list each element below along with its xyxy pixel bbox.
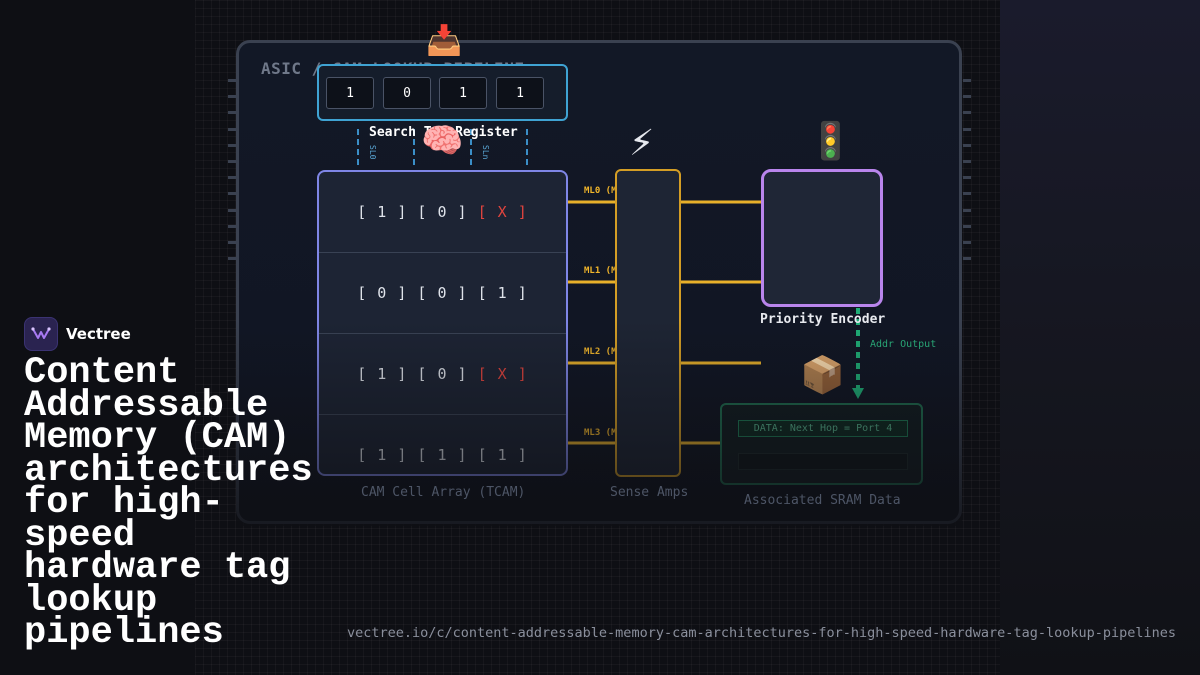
chip-pin (963, 143, 971, 147)
chip-pin (228, 79, 236, 82)
cam-cell: 0 (377, 284, 388, 302)
cam-cell: 0 (437, 203, 448, 221)
match-line-label: ML2 (M (584, 347, 617, 357)
chip-pin (963, 160, 971, 163)
cam-row: [ 0 ] [ 0 ] [ 1 ] (319, 253, 566, 334)
chip-pin (228, 257, 236, 261)
priority-encoder-label: Priority Encoder (760, 312, 886, 327)
sense-amps-label: Sense Amps (610, 485, 689, 500)
cam-cell: 1 (437, 446, 448, 464)
chip-pin (963, 127, 971, 131)
register-label: Search Tag Register (369, 125, 518, 140)
chip-pin (228, 192, 236, 196)
match-line-label: ML1 (M (584, 266, 617, 276)
register-bit: 1 (326, 77, 374, 109)
cam-cell: 1 (377, 365, 388, 383)
chip-pin (963, 95, 971, 99)
priority-encoder-block (761, 169, 883, 307)
chip-pin (228, 111, 236, 115)
cam-cell: 1 (377, 203, 388, 221)
sram-data-block: DATA: Next Hop = Port 4 (720, 403, 923, 485)
cam-cell: 0 (437, 365, 448, 383)
background-right-panel (1000, 0, 1200, 675)
chip-pin (228, 127, 236, 131)
search-line-label: SLn (481, 145, 490, 160)
page-url[interactable]: vectree.io/c/content-addressable-memory-… (346, 625, 1176, 641)
search-tag-register: 1 0 1 1 (317, 64, 568, 121)
traffic-light-icon: 🚦 (808, 121, 853, 162)
inbox-tray-icon: 📥 (426, 23, 463, 57)
search-lines (357, 129, 528, 169)
match-line-label: ML0 (M (584, 186, 617, 196)
chip-pin (228, 160, 236, 163)
sram-entry: DATA: Next Hop = Port 4 (738, 420, 908, 437)
addr-output-arrow (852, 388, 864, 399)
cam-cell-dont-care: X (497, 365, 508, 383)
cam-cell: 1 (497, 284, 508, 302)
chip-pin (228, 176, 236, 180)
chip-pin (963, 208, 971, 212)
chip-pin (228, 241, 236, 244)
chip-pin (228, 224, 236, 228)
headline: Content Addressable Memory (CAM) archite… (24, 352, 313, 654)
addr-output-label: Addr Output (870, 339, 937, 350)
search-line-label: SL0 (368, 145, 377, 160)
register-bit: 1 (496, 77, 544, 109)
sram-empty-entry (738, 453, 908, 470)
cam-row: [ 1 ] [ 0 ] [ X ] (319, 334, 566, 415)
chip-pin (228, 143, 236, 147)
vectree-logo-icon (24, 317, 58, 351)
cam-row: [ 1 ] [ 0 ] [ X ] (319, 172, 566, 253)
brain-icon: 🧠 (421, 121, 464, 161)
chip-pin (963, 192, 971, 196)
brand-name: Vectree (66, 325, 131, 343)
cam-cell-dont-care: X (497, 203, 508, 221)
chip-pin (963, 257, 971, 261)
match-line-label: ML3 (M (584, 428, 617, 438)
sram-label: Associated SRAM Data (744, 493, 901, 508)
cam-cell-array: [ 1 ] [ 0 ] [ X ] [ 0 ] [ 0 ] [ 1 ] [ 1 … (317, 170, 568, 476)
cam-cell: 1 (497, 446, 508, 464)
lightning-icon: ⚡ (629, 123, 655, 164)
register-bit: 0 (383, 77, 431, 109)
chip-pin (963, 79, 971, 82)
cam-row: [ 1 ] [ 1 ] [ 1 ] (357, 446, 528, 464)
brand: Vectree (24, 317, 131, 351)
package-icon: 📦 (800, 355, 845, 396)
chip-pin (228, 208, 236, 212)
cam-cell: 1 (377, 446, 388, 464)
chip-pin (228, 95, 236, 99)
register-bit: 1 (439, 77, 487, 109)
chip-pin (963, 176, 971, 180)
cam-array-label: CAM Cell Array (TCAM) (361, 485, 526, 500)
chip-pin (963, 224, 971, 228)
sense-amps-block (615, 169, 681, 477)
chip-pin (963, 241, 971, 244)
cam-cell: 0 (437, 284, 448, 302)
chip-pin (963, 111, 971, 115)
